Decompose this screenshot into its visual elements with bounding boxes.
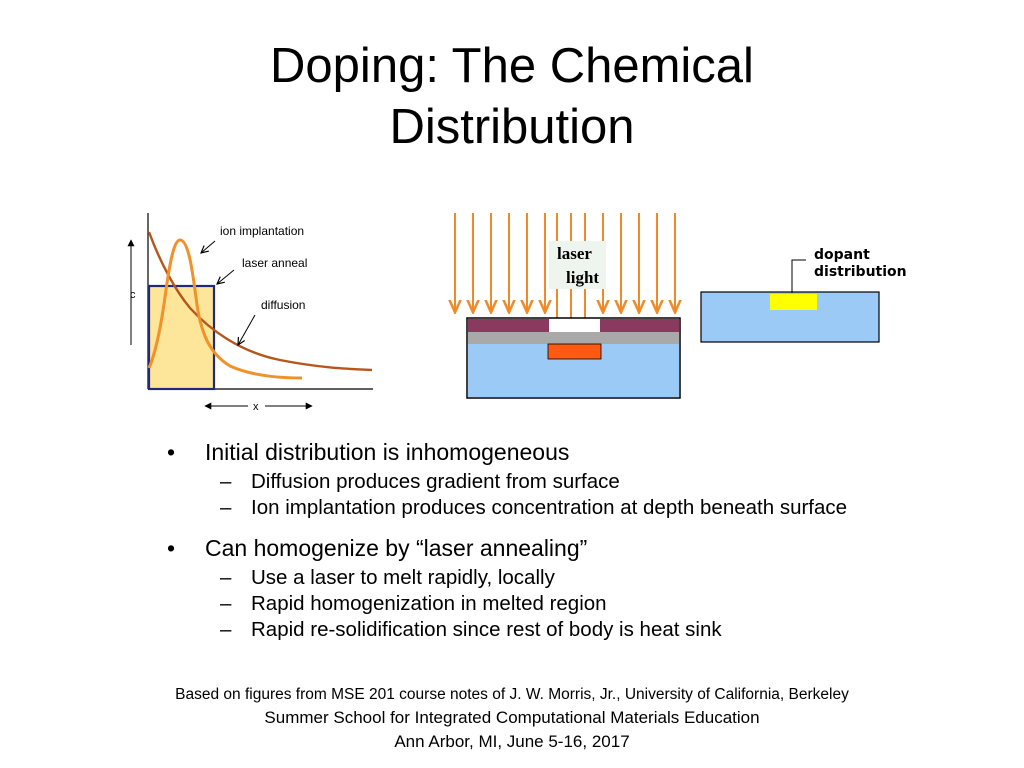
slide-title-line2: Distribution (389, 100, 635, 154)
concentration-profile-diagram: c x ion implantation laser anneal diffus… (127, 213, 373, 413)
laser-annealing-diagram: laser light (455, 213, 680, 399)
sub-bullet-item: – Use a laser to melt rapidly, locally (165, 566, 925, 589)
bullet-dot: • (167, 535, 176, 561)
sub-bullet-dash: – (220, 496, 232, 519)
sub-bullet-item: – Diffusion produces gradient from surfa… (165, 470, 925, 493)
sub-bullet-text: Use a laser to melt rapidly, locally (251, 566, 555, 589)
laser-anneal-pointer (217, 269, 235, 284)
sub-bullet-dash: – (220, 566, 232, 589)
bullet-item: • Initial distribution is inhomogeneous (165, 438, 925, 466)
footer-place-date: Ann Arbor, MI, June 5-16, 2017 (394, 732, 630, 751)
melted-region (547, 343, 602, 360)
sub-bullet-item: – Rapid homogenization in melted region (165, 592, 925, 615)
dopant-pointer (791, 259, 806, 293)
sub-bullet-item: – Rapid re-solidification since rest of … (165, 618, 925, 641)
sub-bullet-text: Ion implantation produces concentration … (251, 496, 848, 519)
sub-bullet-text: Rapid re-solidification since rest of bo… (251, 618, 722, 641)
bullet-group-1: • Initial distribution is inhomogeneous … (165, 438, 925, 518)
footer-credit: Based on figures from MSE 201 course not… (175, 686, 849, 703)
sub-bullet-text: Diffusion produces gradient from surface (251, 470, 620, 493)
slide-title: Doping: The Chemical Distribution (0, 36, 1024, 158)
bullet-text: Can homogenize by “laser annealing” (205, 535, 588, 561)
bullet-text: Initial distribution is inhomogeneous (205, 439, 570, 465)
laser-anneal-label: laser anneal (242, 256, 307, 270)
laser-arrows (455, 213, 675, 338)
sub-bullet-dash: – (220, 470, 232, 493)
dopant-label-line1: dopant (814, 247, 870, 263)
slide-title-line1: Doping: The Chemical (270, 39, 754, 93)
diffusion-pointer (238, 314, 256, 345)
mask-right (600, 319, 679, 332)
dopant-region (770, 294, 817, 310)
laser-label-line2: light (566, 268, 599, 287)
figures-canvas: c x ion implantation laser anneal diffus… (127, 213, 907, 413)
sub-bullet-dash: – (220, 618, 232, 641)
laser-label-line1: laser (557, 244, 592, 263)
sub-bullet-dash: – (220, 592, 232, 615)
footer-school: Summer School for Integrated Computation… (264, 708, 760, 727)
mask-left (468, 319, 549, 332)
laser-anneal-box (147, 284, 216, 391)
x-axis-label: x (253, 401, 259, 413)
ion-implantation-label: ion implantation (220, 224, 304, 238)
dopant-label-line2: distribution (814, 264, 907, 280)
ion-implantation-curve (147, 238, 303, 380)
film-layer (468, 332, 679, 344)
bullet-group-2: • Can homogenize by “laser annealing” – … (165, 534, 925, 640)
dopant-distribution-diagram: dopant distribution (700, 247, 907, 343)
sub-bullet-text: Rapid homogenization in melted region (251, 592, 607, 615)
bullet-list: • Initial distribution is inhomogeneous … (165, 438, 925, 640)
diffusion-label: diffusion (261, 298, 305, 312)
laser-light-label-bg (549, 241, 606, 289)
c-axis-label: c (130, 289, 136, 301)
bullet-item: • Can homogenize by “laser annealing” (165, 534, 925, 562)
sub-bullet-item: – Ion implantation produces concentratio… (165, 496, 925, 519)
ion-implantation-pointer (201, 240, 216, 253)
bullet-dot: • (167, 439, 176, 465)
